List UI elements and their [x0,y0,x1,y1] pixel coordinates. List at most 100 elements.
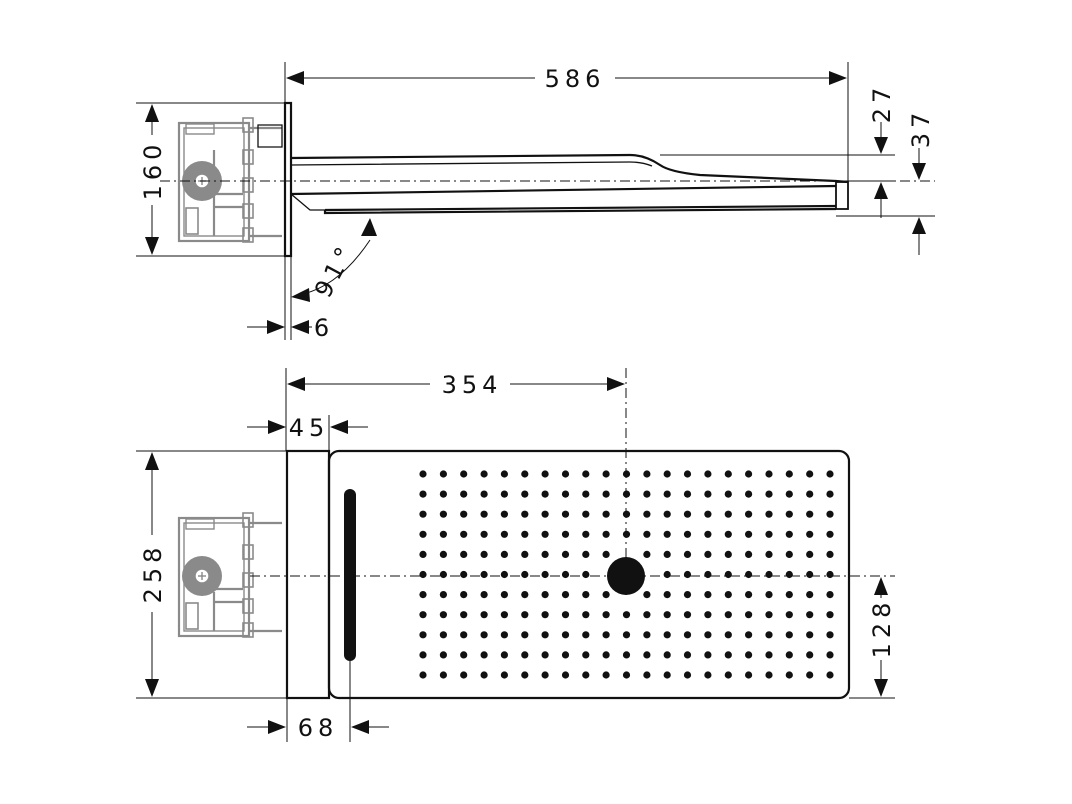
nozzle-dot [480,530,488,538]
nozzle-dot [683,631,692,639]
nozzle-dot [480,550,488,559]
nozzle-dot [460,611,468,619]
nozzle-dot [643,490,651,498]
nozzle-dot [480,570,488,579]
nozzle-dot [745,470,753,478]
nozzle-dot [704,530,712,538]
nozzle-dot [785,550,793,559]
nozzle-dot [500,550,508,559]
nozzle-dot [500,510,508,518]
nozzle-dot [622,651,631,659]
nozzle-dot [561,631,570,639]
nozzle-dot [561,651,570,659]
nozzle-dot [500,591,508,599]
nozzle-dot [500,530,508,538]
nozzle-dot [541,470,549,478]
nozzle-dot [480,671,488,679]
nozzle-dot [683,470,692,478]
nozzle-dot [622,631,631,639]
nozzle-dot [826,530,834,538]
dim-37: 37 [836,108,935,255]
nozzle-dot [602,550,610,559]
nozzle-dot [480,470,488,478]
nozzle-dot [521,671,529,679]
nozzle-dot [704,611,712,619]
nozzle-dot [419,550,427,559]
nozzle-dot [683,490,692,498]
nozzle-dot [806,671,814,679]
nozzle-dot [765,651,773,659]
nozzle-dot [826,631,834,639]
nozzle-dot [724,470,732,478]
nozzle-dot [561,510,570,518]
nozzle-dot [460,671,468,679]
nozzle-dot [602,510,610,518]
nozzle-dot [663,591,671,599]
nozzle-dot [704,570,712,579]
side-bracket [257,124,283,148]
nozzle-dot [500,470,508,478]
nozzle-dot [724,651,732,659]
nozzle-dot [439,671,447,679]
dim-128: 128 [849,577,896,699]
nozzle-dot [826,490,834,498]
nozzle-dot [765,611,773,619]
nozzle-dot [806,631,814,639]
nozzle-dot [602,591,610,599]
dim-128-label: 128 [868,598,896,659]
nozzle-dot [460,490,468,498]
nozzle-dot [724,570,732,579]
nozzle-dot [683,651,692,659]
nozzle-dot [704,631,712,639]
nozzle-dot [460,631,468,639]
nozzle-dot [521,530,529,538]
nozzle-dot [480,631,488,639]
dim-91-label: 91° [309,238,361,302]
nozzle-dot [724,510,732,518]
nozzle-dot [521,470,529,478]
nozzle-dot [541,550,549,559]
nozzle-dot [439,631,447,639]
dim-37-label: 37 [907,108,935,149]
top-view: 354 45 258 128 [136,368,896,742]
nozzle-dot [785,570,793,579]
nozzle-dot [500,631,508,639]
nozzle-dot [460,591,468,599]
nozzle-dot [460,651,468,659]
side-valve-box [177,117,282,243]
nozzle-dot [663,611,671,619]
top-shower-plate [327,449,851,700]
nozzle-dot [521,611,529,619]
nozzle-dot [785,591,793,599]
nozzle-dot [500,651,508,659]
nozzle-dot [765,510,773,518]
nozzle-dot [480,611,488,619]
nozzle-dot [419,530,427,538]
nozzle-dot [582,510,590,518]
nozzle-dot [745,591,753,599]
nozzle-dot [541,530,549,538]
nozzle-dot [826,510,834,518]
nozzle-dot [439,490,447,498]
nozzle-dot [602,631,610,639]
nozzle-dot [419,490,427,498]
nozzle-dot [602,611,610,619]
nozzle-dot [419,631,427,639]
dim-6-label: 6 [314,314,334,342]
nozzle-dot [704,490,712,498]
nozzle-dot [541,510,549,518]
nozzle-dot [663,510,671,518]
nozzle-dot [806,570,814,579]
nozzle-dot [724,611,732,619]
top-valve-box [177,512,282,638]
nozzle-dot [622,671,631,679]
side-wall-plate [283,101,293,258]
nozzle-dot [704,470,712,478]
nozzle-dot [683,591,692,599]
nozzle-dot [582,470,590,478]
nozzle-dot [643,470,651,478]
nozzle-dot [806,510,814,518]
nozzle-dot [602,470,610,478]
nozzle-dot [643,550,651,559]
nozzle-dot [439,530,447,538]
